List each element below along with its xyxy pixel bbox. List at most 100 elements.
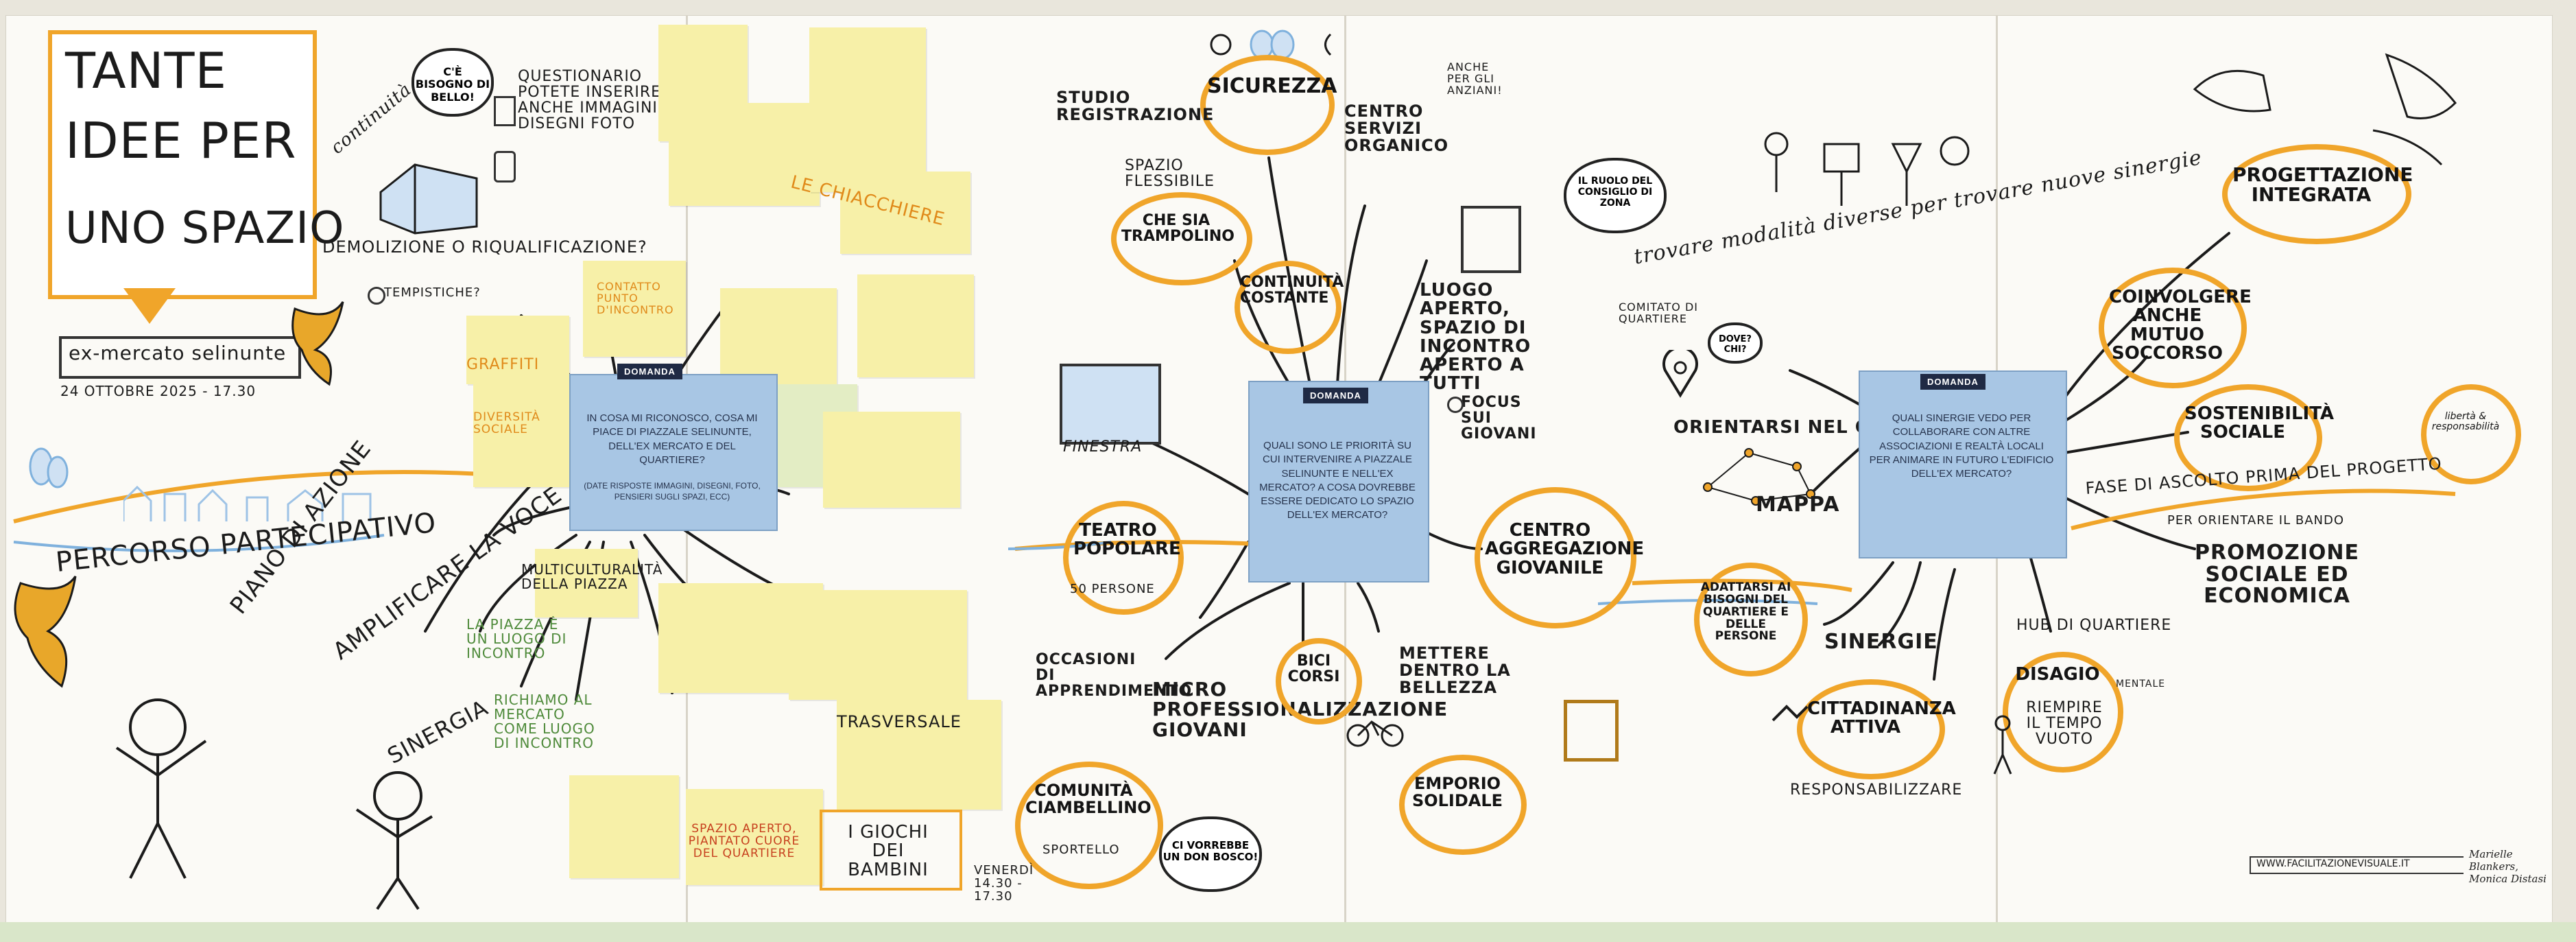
- question-3-text: QUALI SINERGIE VEDO PER COLLABORARE CON …: [1869, 412, 2054, 480]
- sostenibilita-label: SOSTENIBILITÀ SOCIALE: [2184, 403, 2335, 443]
- finestra-label: FINESTRA: [1063, 438, 1143, 456]
- centro-aggregazione-ring: [1475, 487, 1636, 628]
- progettazione-label: PROGETTAZIONE INTEGRATA: [2232, 163, 2413, 207]
- micro-label: MICRO PROFESSIONALIZZAZIONE GIOVANI: [1152, 678, 1447, 741]
- place-label: ex-mercato selinunte: [69, 342, 287, 364]
- occasioni-label: OCCASIONI DI APPRENDIMENTO: [1036, 651, 1193, 700]
- adattarsi-label: ADATTARSI AI BISOGNI DEL QUARTIERE E DEL…: [1700, 580, 1791, 644]
- map-network-icon: [1694, 439, 1824, 508]
- luogo-aperto-label: LUOGO APERTO, SPAZIO DI INCONTRO APERTO …: [1420, 280, 1531, 395]
- frame-picture-icon: [1564, 700, 1619, 762]
- document-icon: [494, 96, 516, 126]
- postit-7: [857, 274, 974, 377]
- anziani-label: ANCHE PER GLI ANZIANI!: [1447, 60, 1503, 97]
- teatro-ring: [1063, 501, 1184, 615]
- trasversale-label: TRASVERSALE: [837, 712, 962, 731]
- comunita-label: COMUNITÀ CIAMBELLINO: [1025, 781, 1152, 818]
- trampolino-ring: [1111, 192, 1252, 285]
- mentale-label: MENTALE: [2116, 679, 2166, 690]
- bici-ring: [1276, 638, 1362, 725]
- sportello-label: SPORTELLO: [1042, 843, 1120, 857]
- question-2-tag: DOMANDA: [1303, 388, 1368, 403]
- centro-servizi-label: CENTRO SERVIZI ORGANICO: [1344, 102, 1449, 156]
- studio-label: STUDIO REGISTRAZIONE: [1056, 88, 1215, 125]
- continuita-costante-label: CONTINUITÀ COSTANTE: [1240, 274, 1344, 307]
- place-frame: [59, 336, 301, 379]
- building-sketch-icon: [374, 151, 484, 240]
- diversita-label: DIVERSITÀ SOCIALE: [473, 410, 540, 436]
- credit-authors: Marielle Blankers, Monica Distasi: [2469, 848, 2547, 885]
- question-1-tag: DOMANDA: [617, 364, 682, 379]
- hands-arc-icon: [2181, 48, 2469, 172]
- teatro-label: TEATRO POPOLARE: [1073, 520, 1181, 560]
- postit-3: [809, 27, 926, 192]
- title-line-2: IDEE PER: [65, 112, 297, 169]
- responsabilizzare-label: RESPONSABILIZZARE: [1790, 781, 1963, 799]
- richiamo-label: RICHIAMO AL MERCATO COME LUOGO DI INCONT…: [494, 692, 595, 751]
- mappa-label: MAPPA: [1756, 493, 1840, 517]
- clock-icon: [368, 287, 385, 305]
- bici-label: BICI CORSI: [1287, 652, 1340, 686]
- riempire-label: RIEMPIRE IL TEMPO VUOTO: [2026, 699, 2103, 749]
- credit-url: WWW.FACILITAZIONEVISUALE.IT: [2256, 858, 2410, 869]
- cittadinanza-ring: [1797, 679, 1945, 779]
- postit-8: [466, 316, 569, 384]
- person-figure-2-icon: [329, 762, 453, 912]
- focus-label: FOCUS SUI GIOVANI: [1461, 394, 1537, 443]
- postit-4: [840, 172, 970, 254]
- adattarsi-ring: [1694, 563, 1808, 676]
- window-icon: [1060, 364, 1161, 445]
- phone-icon: [494, 151, 516, 182]
- promozione-label: PROMOZIONE SOCIALE ed ECONOMICA: [2195, 541, 2359, 608]
- bellezza-label: METTERE DENTRO LA BELLEZZA: [1399, 644, 1511, 698]
- leaves-left-icon: [7, 569, 89, 707]
- title-frame: [48, 30, 317, 299]
- punto-incontro-label: CONTATTO PUNTO D'INCONTRO: [597, 280, 674, 316]
- disagio-label: DISAGIO: [2015, 664, 2100, 685]
- map-pin-icon: [1660, 346, 1701, 398]
- comitato-label: COMITATO DI QUARTIERE: [1619, 301, 1699, 325]
- postit-11: [823, 412, 960, 508]
- question-1-text: IN COSA MI RICONOSCO, COSA MI PIACE DI P…: [586, 412, 758, 466]
- postit-17: [686, 789, 823, 885]
- hub-label: HUB DI QUARTIERE: [2016, 617, 2172, 634]
- question-3-box: [1859, 370, 2067, 558]
- open-door-icon: [1461, 206, 1521, 273]
- sostenibilita-ring: [2174, 384, 2322, 491]
- hands-ideas-icon: [1756, 123, 1975, 220]
- eye-icon: [1447, 397, 1464, 413]
- centro-aggregazione-label: CENTRO AGGREGAZIONE GIOVANILE: [1485, 520, 1645, 578]
- postit-6: [720, 288, 837, 384]
- emporio-label: EMPORIO SOLIDALE: [1411, 774, 1503, 811]
- coinvolgere-ring: [2099, 268, 2247, 388]
- question-1-subtext: (DATE RISPOSTE IMMAGINI, DISEGNI, FOTO, …: [584, 481, 761, 502]
- title-line-1: TANTE: [65, 42, 227, 99]
- postit-9: [473, 384, 576, 487]
- question-1-box: [569, 374, 778, 531]
- pencil-icon: [2250, 856, 2464, 874]
- event-date: 24 OTTOBRE 2025 - 17.30: [60, 383, 257, 399]
- bicycle-icon: [1344, 714, 1406, 748]
- giochi-frame: [820, 810, 962, 891]
- multiculturalita-label: MULTICULTURALITÀ DELLA PIAZZA: [521, 561, 663, 592]
- tempistiche-label: TEMPISTICHE?: [384, 285, 481, 300]
- bisogno-bubble: C'È BISOGNO DI BELLO!: [412, 48, 494, 117]
- venerdi-label: VENERDÌ 14.30 - 17.30: [974, 863, 1034, 904]
- don-bosco-bubble: CI VORREBBE UN DON BOSCO!: [1159, 816, 1262, 892]
- postit-12: [535, 549, 638, 617]
- postit-2: [669, 103, 820, 206]
- person-figure-icon: [103, 686, 213, 885]
- handshake-icon: [1769, 693, 1811, 748]
- trees-icon: [27, 446, 69, 508]
- questionario-note: QUESTIONARIO potete inserire anche IMMAG…: [518, 68, 662, 133]
- demolizione-label: DEMOLIZIONE o RIQUALIFICAZIONE?: [322, 237, 647, 257]
- cuore-label: SPAZIO APERTO, PIANTATO CUORE DEL QUARTI…: [688, 822, 800, 860]
- bando-label: PER ORIENTARE IL BANDO: [2167, 513, 2345, 528]
- postit-5: [583, 261, 686, 357]
- question-3-tag: DOMANDA: [1920, 374, 1985, 390]
- disagio-ring: [2003, 652, 2123, 773]
- sicurezza-ring: [1200, 55, 1335, 155]
- comunita-ring: [1015, 762, 1163, 889]
- floor-strip: [0, 922, 2576, 942]
- sicurezza-label: SICUREZZA: [1207, 74, 1337, 98]
